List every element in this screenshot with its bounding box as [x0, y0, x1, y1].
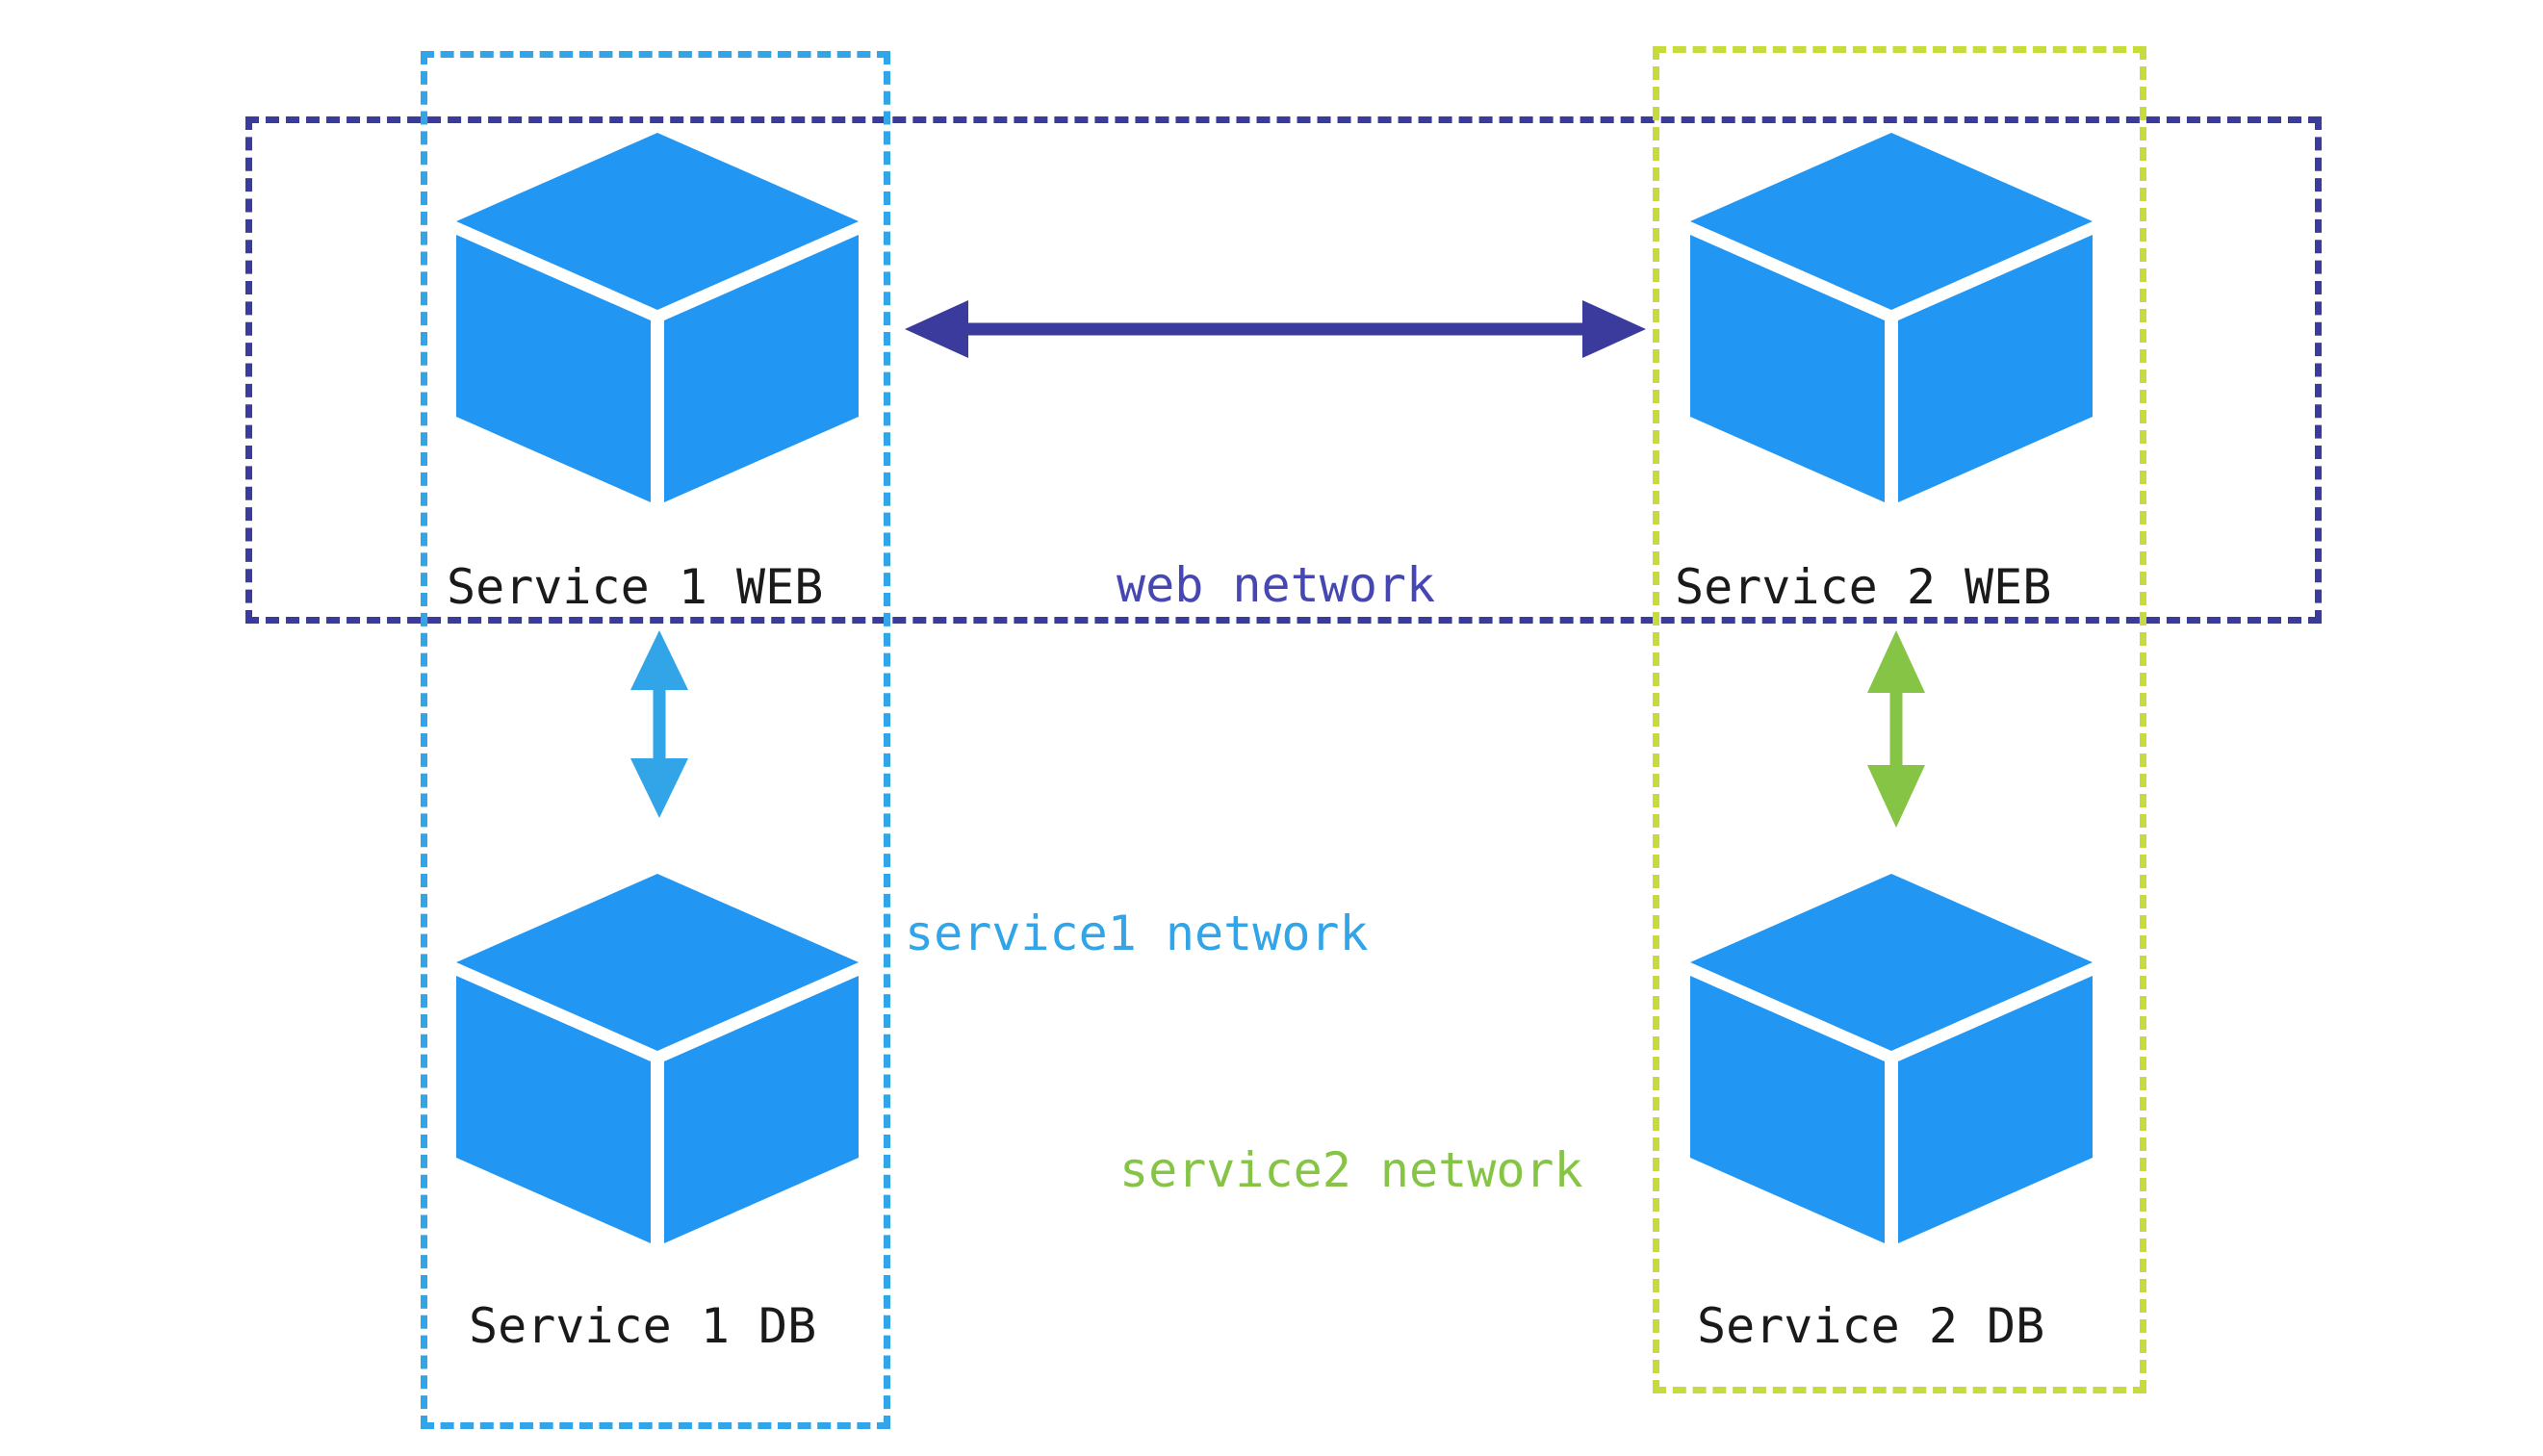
service1-network-boundary — [421, 51, 890, 1429]
service2-network-boundary — [1653, 46, 2146, 1393]
container-cube-icon-service1-web — [450, 125, 864, 510]
node-label-service1-web: Service 1 WEB — [447, 559, 824, 615]
network-label-service2: service2 network — [1119, 1142, 1583, 1198]
connection-arrow-service1-network — [630, 630, 688, 818]
node-label-service2-db: Service 2 DB — [1697, 1298, 2045, 1354]
container-cube-icon-service1-db — [450, 866, 864, 1251]
node-label-service2-web: Service 2 WEB — [1675, 559, 2052, 615]
bidirectional-arrow-icon — [630, 630, 688, 818]
bidirectional-arrow-icon — [1867, 630, 1925, 828]
bidirectional-arrow-icon — [905, 300, 1646, 358]
network-label-web: web network — [1117, 557, 1436, 613]
container-cube-icon-service2-web — [1684, 125, 2098, 510]
network-label-service1: service1 network — [905, 906, 1369, 961]
web-network-boundary — [245, 116, 2322, 624]
node-label-service1-db: Service 1 DB — [469, 1298, 817, 1354]
connection-arrow-web-network — [905, 300, 1646, 358]
container-cube-icon-service2-db — [1684, 866, 2098, 1251]
connection-arrow-service2-network — [1867, 630, 1925, 828]
